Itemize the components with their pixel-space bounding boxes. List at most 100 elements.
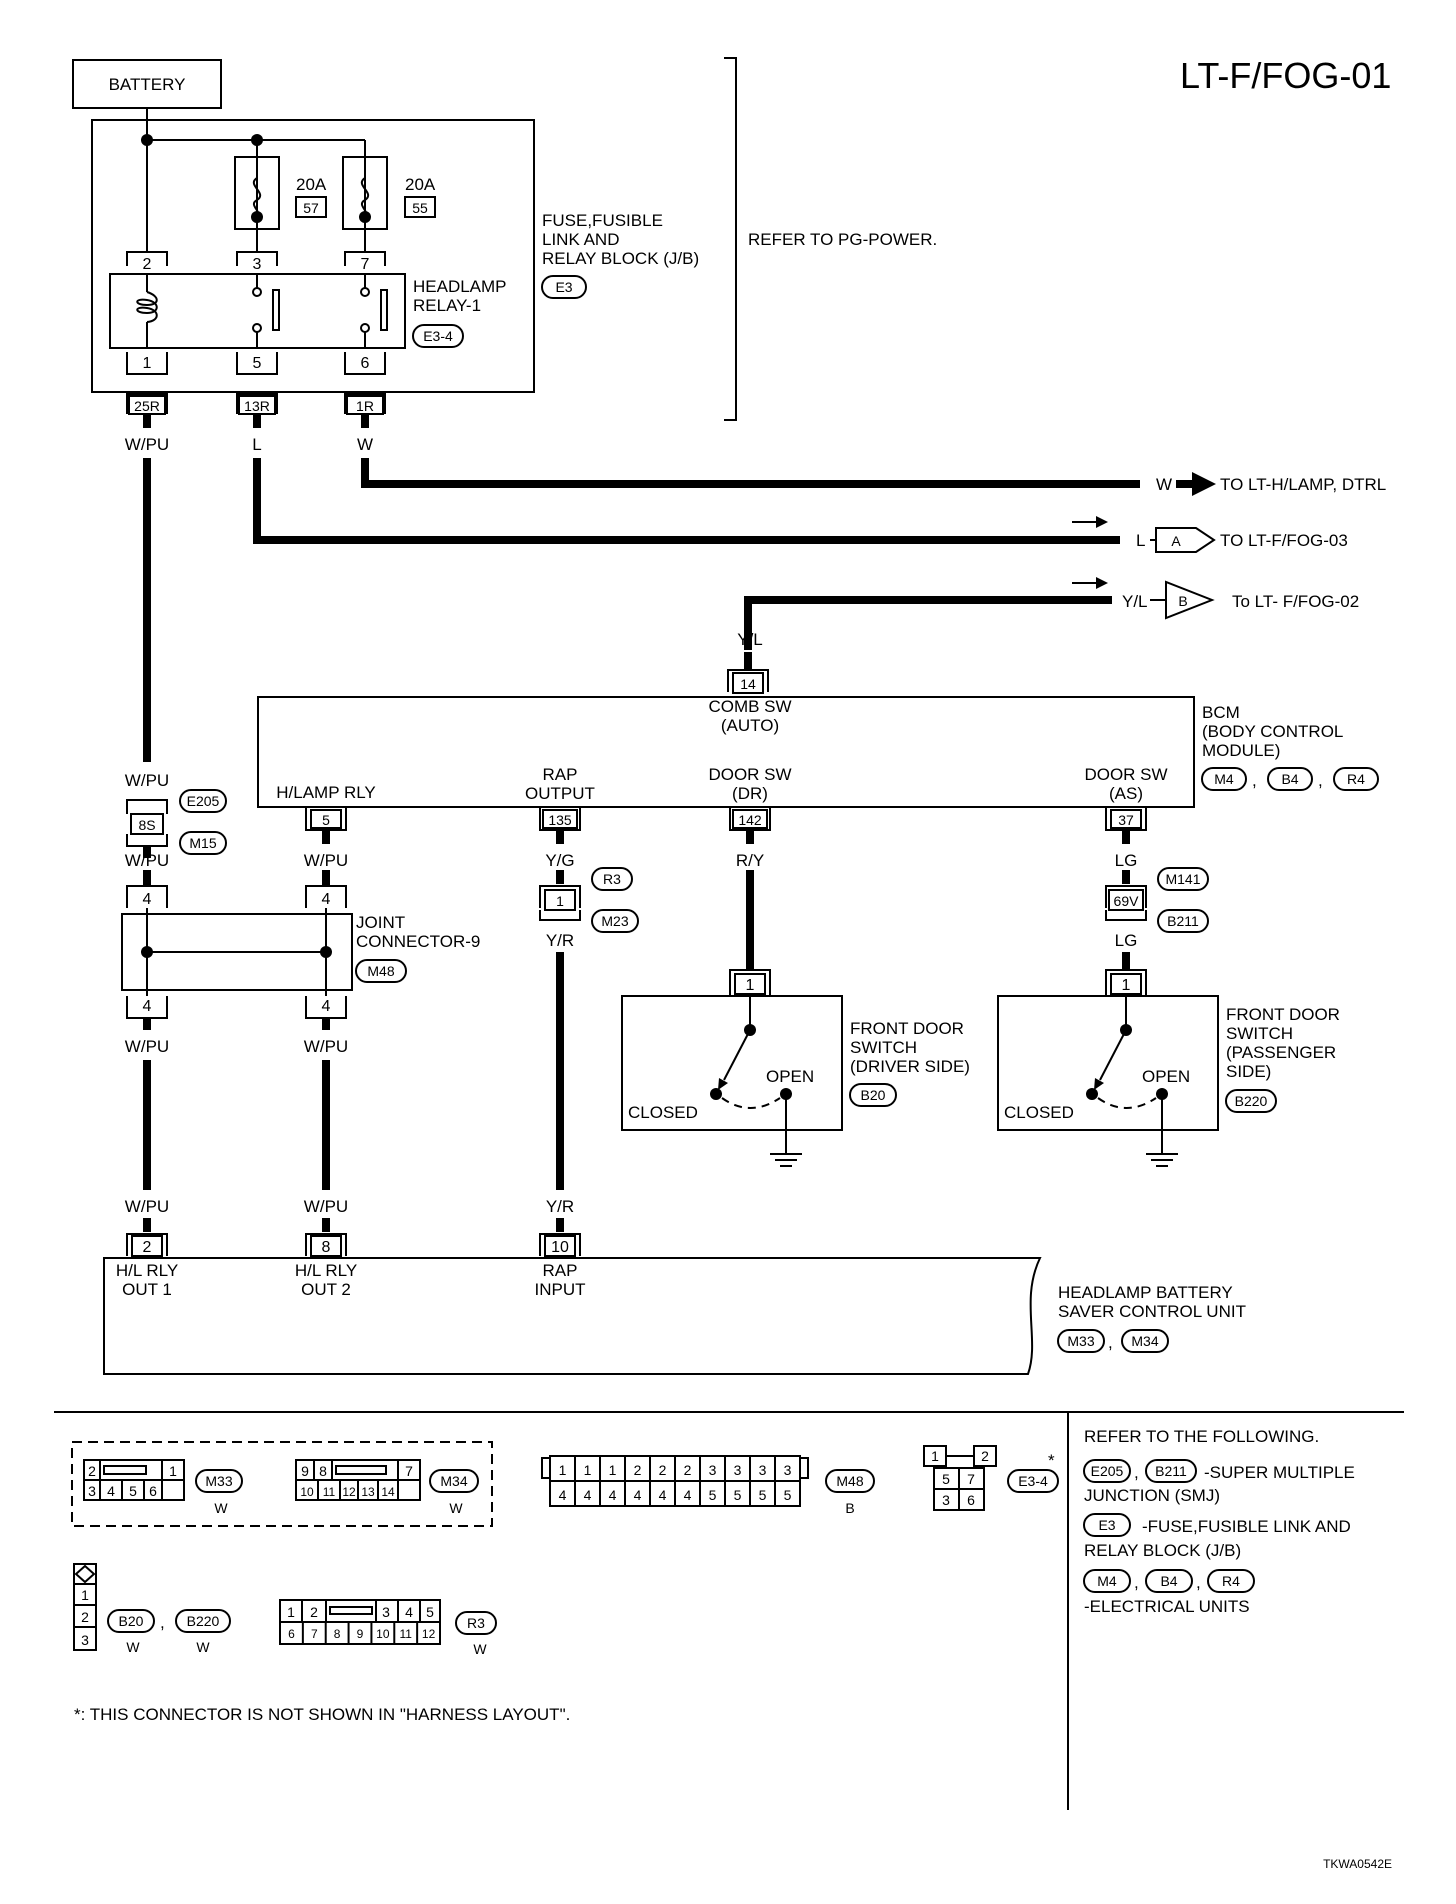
r3-pin: 11: [399, 1627, 412, 1641]
svg-text:B: B: [845, 1500, 854, 1516]
bcm-comb-auto: (AUTO): [721, 716, 779, 735]
svg-text:9: 9: [301, 1463, 309, 1479]
m48-pin: 1: [584, 1462, 592, 1478]
svg-text:13R: 13R: [244, 398, 270, 414]
fuse-block-title-3: RELAY BLOCK (J/B): [542, 249, 699, 268]
svg-text:E3-4: E3-4: [1018, 1473, 1048, 1489]
svg-text:LG: LG: [1115, 851, 1138, 870]
svg-text:W: W: [449, 1500, 463, 1516]
dashed-group: [71, 1441, 493, 1527]
passenger-closed: CLOSED: [1004, 1103, 1074, 1122]
svg-text:4: 4: [143, 891, 152, 908]
svg-text:10: 10: [300, 1485, 314, 1499]
refer-panel: REFER TO THE FOLLOWING. E205 , B211 -SUP…: [1083, 1427, 1355, 1616]
svg-text:57: 57: [303, 200, 319, 216]
bcm-comb-sw: COMB SW: [708, 697, 791, 716]
r3-pin: 6: [288, 1627, 295, 1641]
passenger-name-1: FRONT DOOR: [1226, 1005, 1340, 1024]
bcm-door-as-1: DOOR SW: [1084, 765, 1167, 784]
m48-pin: 2: [659, 1462, 667, 1478]
svg-text:1: 1: [1122, 977, 1131, 994]
m48-pin: 3: [759, 1462, 767, 1478]
svg-text:Y/R: Y/R: [546, 931, 574, 950]
svg-text:,: ,: [1108, 1333, 1113, 1352]
svg-text:5: 5: [322, 812, 330, 828]
saver-pins: 2 8 10: [126, 1233, 581, 1257]
inline-r3: 1 R3 M23: [539, 867, 639, 933]
wire-color-w: W: [357, 435, 373, 454]
svg-text:37: 37: [1118, 812, 1134, 828]
r3-latch: [329, 1606, 373, 1615]
power-bracket: [724, 57, 737, 421]
svg-text:M4: M4: [1097, 1573, 1117, 1589]
svg-text:6: 6: [149, 1483, 157, 1499]
m48-pin: 4: [609, 1487, 617, 1503]
svg-text:5: 5: [253, 355, 262, 372]
svg-text:M141: M141: [1165, 871, 1200, 887]
saver-label-2a: H/L RLY: [295, 1261, 357, 1280]
r3-pin: 3: [382, 1604, 390, 1620]
r3-pin: 12: [422, 1627, 436, 1641]
saver-label-1b: OUT 1: [122, 1280, 172, 1299]
svg-text:E205: E205: [187, 793, 220, 809]
figure-id: TKWA0542E: [1323, 1857, 1392, 1871]
r3-pin: 7: [311, 1627, 318, 1641]
svg-text:142: 142: [738, 812, 762, 828]
svg-text:10: 10: [551, 1239, 569, 1256]
svg-text:20A: 20A: [296, 175, 327, 194]
svg-text:W: W: [473, 1641, 487, 1657]
passenger-name-4: SIDE): [1226, 1062, 1271, 1081]
svg-text:R/Y: R/Y: [736, 851, 764, 870]
svg-text:-SUPER MULTIPLE: -SUPER MULTIPLE: [1204, 1463, 1355, 1482]
wire-l-to-fog03: [253, 458, 1120, 544]
svg-text:20A: 20A: [405, 175, 436, 194]
svg-text:,: ,: [1196, 1573, 1201, 1592]
svg-text:3: 3: [81, 1632, 89, 1648]
relay-name-1: HEADLAMP: [413, 277, 507, 296]
saver-box: [103, 1257, 1042, 1375]
joint-connector-id: M48: [367, 963, 394, 979]
svg-text:1R: 1R: [356, 398, 374, 414]
svg-text:Y/L: Y/L: [1122, 592, 1148, 611]
passenger-open: OPEN: [1142, 1067, 1190, 1086]
footnote: *: THIS CONNECTOR IS NOT SHOWN IN "HARNE…: [74, 1705, 570, 1724]
svg-text:55: 55: [412, 200, 428, 216]
svg-text:M15: M15: [189, 835, 216, 851]
r3-pin: 2: [310, 1604, 318, 1620]
svg-text:13: 13: [361, 1485, 375, 1499]
svg-text:7: 7: [361, 256, 370, 273]
svg-text:B4: B4: [1160, 1573, 1177, 1589]
svg-text:Y/R: Y/R: [546, 1197, 574, 1216]
svg-text:W: W: [196, 1639, 210, 1655]
saver-label-3b: INPUT: [535, 1280, 586, 1299]
svg-text:W/PU: W/PU: [125, 851, 169, 870]
svg-text:2: 2: [88, 1463, 96, 1479]
bcm-name-1: BCM: [1202, 703, 1240, 722]
driver-open: OPEN: [766, 1067, 814, 1086]
svg-text:RELAY BLOCK (J/B): RELAY BLOCK (J/B): [1084, 1541, 1241, 1560]
svg-text:1: 1: [931, 1448, 939, 1464]
svg-text:7: 7: [967, 1471, 975, 1487]
svg-text:*: *: [1048, 1451, 1055, 1470]
passenger-connector: B220: [1235, 1093, 1268, 1109]
svg-text:8: 8: [319, 1463, 327, 1479]
bcm-hlamp-rly: H/LAMP RLY: [276, 783, 376, 802]
dest-hlamp: TO LT-H/LAMP, DTRL: [1220, 475, 1386, 494]
m48-pin: 1: [609, 1462, 617, 1478]
saver-label-3a: RAP: [543, 1261, 578, 1280]
joint-connector: 4 4 4 4: [121, 870, 353, 1019]
svg-text:135: 135: [548, 812, 572, 828]
bcm-door-dr-1: DOOR SW: [708, 765, 791, 784]
svg-text:5: 5: [129, 1483, 137, 1499]
svg-text:REFER TO THE FOLLOWING.: REFER TO THE FOLLOWING.: [1084, 1427, 1319, 1446]
svg-text:E205: E205: [1091, 1463, 1124, 1479]
inline-69v: 69V M141 B211: [1105, 867, 1209, 933]
battery-label: BATTERY: [109, 75, 186, 94]
svg-text:W: W: [126, 1639, 140, 1655]
svg-text:4: 4: [322, 891, 331, 908]
saver-label-2b: OUT 2: [301, 1280, 351, 1299]
svg-text:W/PU: W/PU: [125, 1197, 169, 1216]
relay-terminals: 25R 13R 1R: [126, 393, 386, 415]
svg-text:M4: M4: [1214, 771, 1234, 787]
